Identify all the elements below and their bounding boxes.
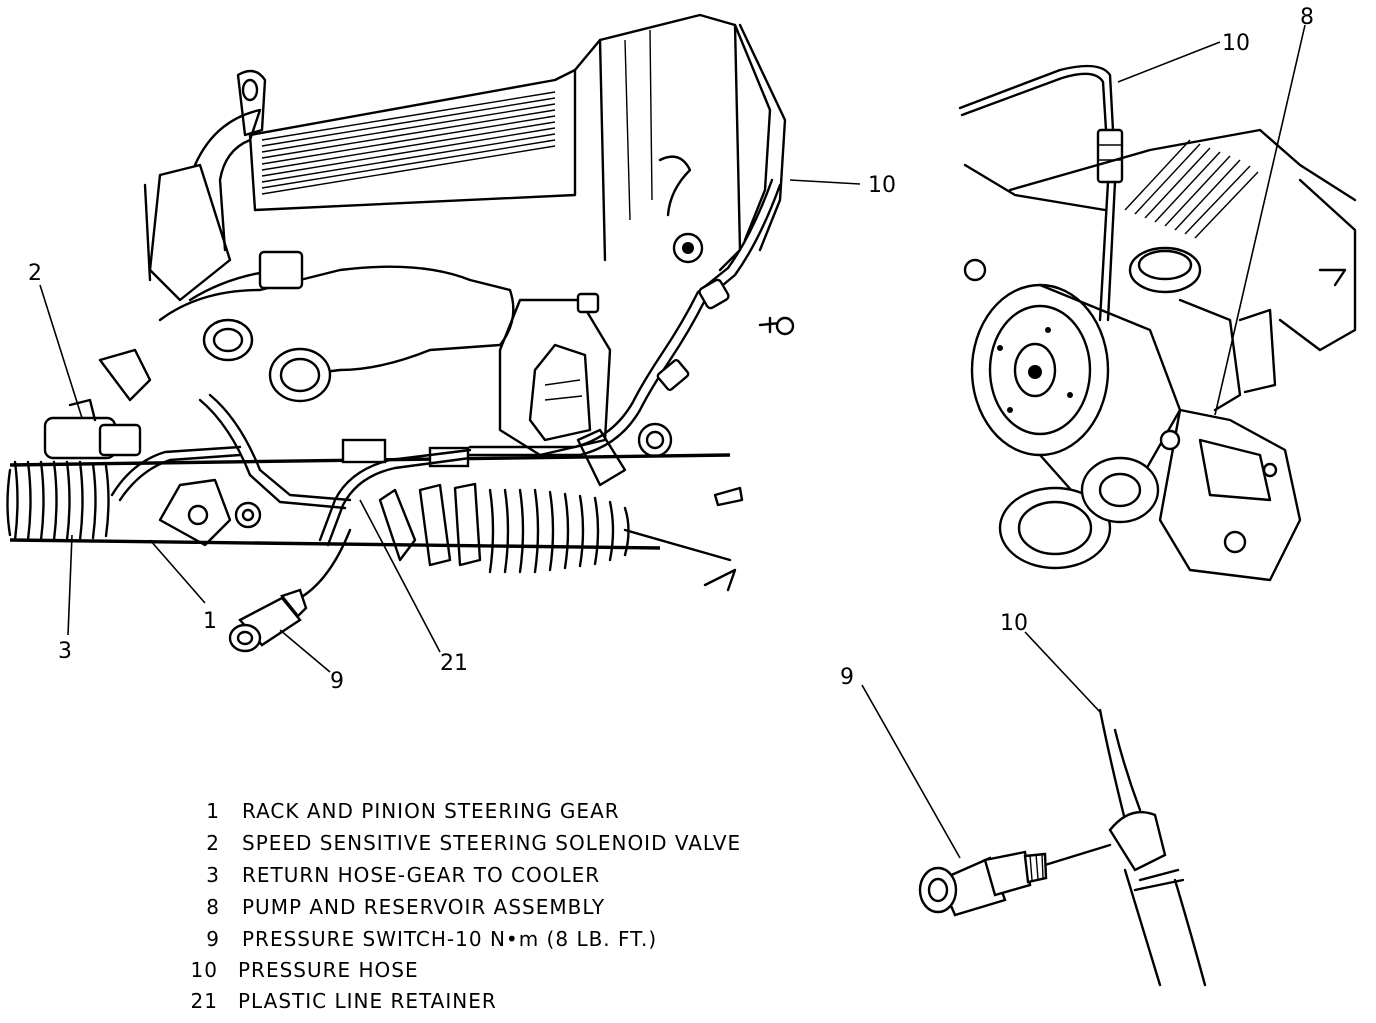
coolant-tube xyxy=(158,250,515,403)
pressure-switch-detail xyxy=(918,850,1048,917)
sensor-connector xyxy=(258,250,304,290)
idler-pulley xyxy=(998,486,1112,570)
callout-2-main: 2 xyxy=(28,261,42,286)
hose-bolt xyxy=(775,316,795,336)
legend-text-2: SPEED SENSITIVE STEERING SOLENOID VALVE xyxy=(242,831,741,855)
mount-bracket xyxy=(498,232,704,458)
switch-detail-view: 9 10 xyxy=(840,611,1207,987)
legend-text-9: PRESSURE SWITCH-10 N•m (8 LB. FT.) xyxy=(242,927,657,951)
legend-text-1: RACK AND PINION STEERING GEAR xyxy=(242,799,620,823)
pressure-hose-lines xyxy=(110,178,795,547)
callout-9-detail: 9 xyxy=(840,665,854,690)
intake-elbow xyxy=(143,69,267,302)
legend-text-8: PUMP AND RESERVOIR ASSEMBLY xyxy=(242,895,605,919)
legend-num-10: 10 xyxy=(191,958,218,982)
right-bellows xyxy=(488,488,630,574)
legend-num-8: 8 xyxy=(206,895,220,919)
callout-9-main: 9 xyxy=(330,669,344,694)
solenoid-valve xyxy=(43,348,152,460)
hose-fitting xyxy=(1096,128,1124,184)
legend-num-3: 3 xyxy=(206,863,220,887)
legend-num-21: 21 xyxy=(191,989,218,1013)
engine-upper-block xyxy=(248,13,787,272)
legend-num-1: 1 xyxy=(206,799,220,823)
reservoir-cap xyxy=(1128,246,1202,294)
callout-1-main: 1 xyxy=(203,609,217,634)
rack-and-pinion-gear xyxy=(6,453,737,592)
main-assembly-view: 2 3 1 10 21 9 xyxy=(6,13,896,694)
hose-tee-fitting xyxy=(1108,810,1167,872)
left-bellows xyxy=(13,460,110,542)
legend-num-9: 9 xyxy=(206,927,220,951)
legend-num-2: 2 xyxy=(206,831,220,855)
pressure-switch-main xyxy=(228,528,352,653)
tube-flange-right xyxy=(268,347,332,403)
callout-3-main: 3 xyxy=(58,639,72,664)
tube-flange-left xyxy=(202,318,254,362)
pump-view: 10 8 xyxy=(958,5,1357,582)
parts-legend: 1 RACK AND PINION STEERING GEAR 2 SPEED … xyxy=(191,799,741,1013)
legend-text-10: PRESSURE HOSE xyxy=(238,958,419,982)
legend-text-3: RETURN HOSE-GEAR TO COOLER xyxy=(242,863,600,887)
line-retainer-clip xyxy=(341,438,387,464)
callout-10-pump: 10 xyxy=(1222,31,1250,56)
callout-8-pump: 8 xyxy=(1300,5,1314,30)
callout-10-main: 10 xyxy=(868,173,896,198)
callout-10-detail: 10 xyxy=(1000,611,1028,636)
callout-21-main: 21 xyxy=(440,651,468,676)
legend-text-21: PLASTIC LINE RETAINER xyxy=(238,989,497,1013)
